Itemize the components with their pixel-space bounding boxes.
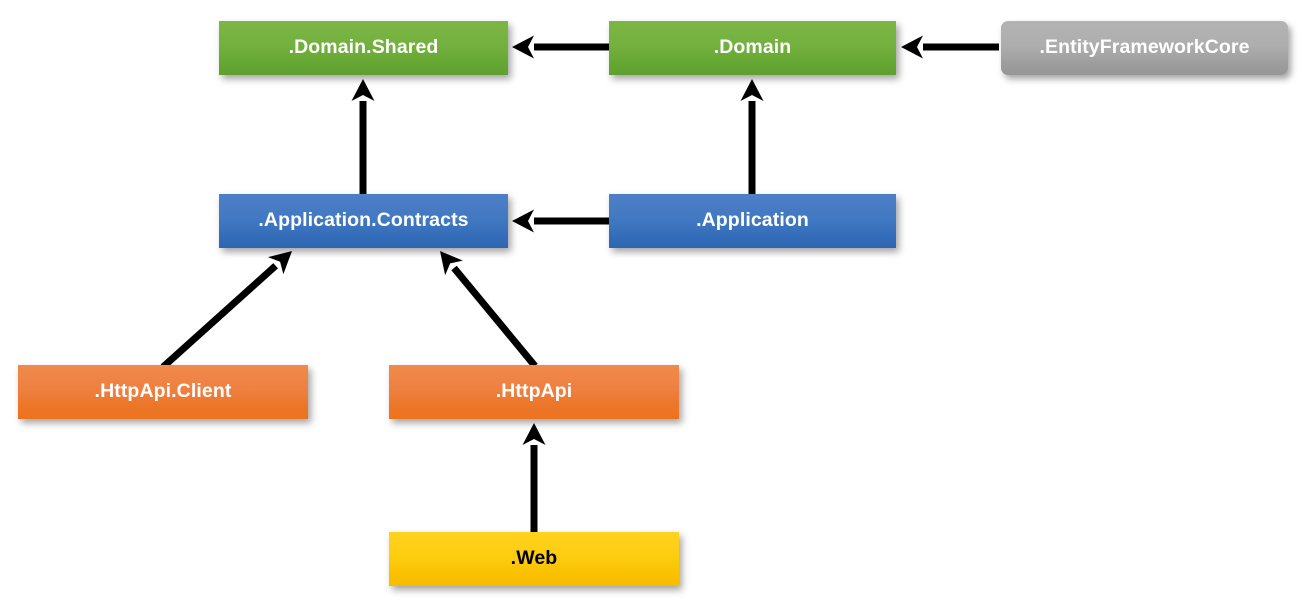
- node-label-domain-shared: .Domain.Shared: [288, 35, 439, 58]
- arrow-web-to-httpapi: [522, 423, 546, 532]
- node-label-httpapi-client: .HttpApi.Client: [94, 379, 232, 402]
- node-web[interactable]: .Web: [389, 532, 679, 586]
- arrow-application-to-application-contracts: [512, 209, 609, 233]
- node-label-application-contracts: .Application.Contracts: [258, 208, 469, 231]
- arrow-application-to-domain: [740, 79, 764, 194]
- node-entityframeworkcore[interactable]: .EntityFrameworkCore: [1001, 21, 1288, 75]
- node-label-entityframeworkcore: .EntityFrameworkCore: [1039, 35, 1250, 58]
- node-label-domain: .Domain: [713, 35, 792, 58]
- node-domain[interactable]: .Domain: [609, 21, 896, 75]
- arrow-application-contracts-to-domain-shared: [351, 79, 375, 194]
- node-httpapi[interactable]: .HttpApi: [389, 365, 679, 419]
- arrow-domain-to-domain-shared: [512, 35, 609, 59]
- node-application-contracts[interactable]: .Application.Contracts: [219, 194, 508, 248]
- node-application[interactable]: .Application: [609, 194, 896, 248]
- node-httpapi-client[interactable]: .HttpApi.Client: [18, 365, 308, 419]
- node-label-httpapi: .HttpApi: [495, 379, 573, 402]
- node-domain-shared[interactable]: .Domain.Shared: [219, 21, 508, 75]
- arrow-httpapi-client-to-application-contracts: [160, 251, 292, 370]
- arrow-efcore-to-domain: [901, 35, 999, 59]
- node-label-application: .Application: [696, 208, 809, 231]
- arrow-httpapi-to-application-contracts: [440, 251, 538, 369]
- node-label-web: .Web: [510, 546, 558, 569]
